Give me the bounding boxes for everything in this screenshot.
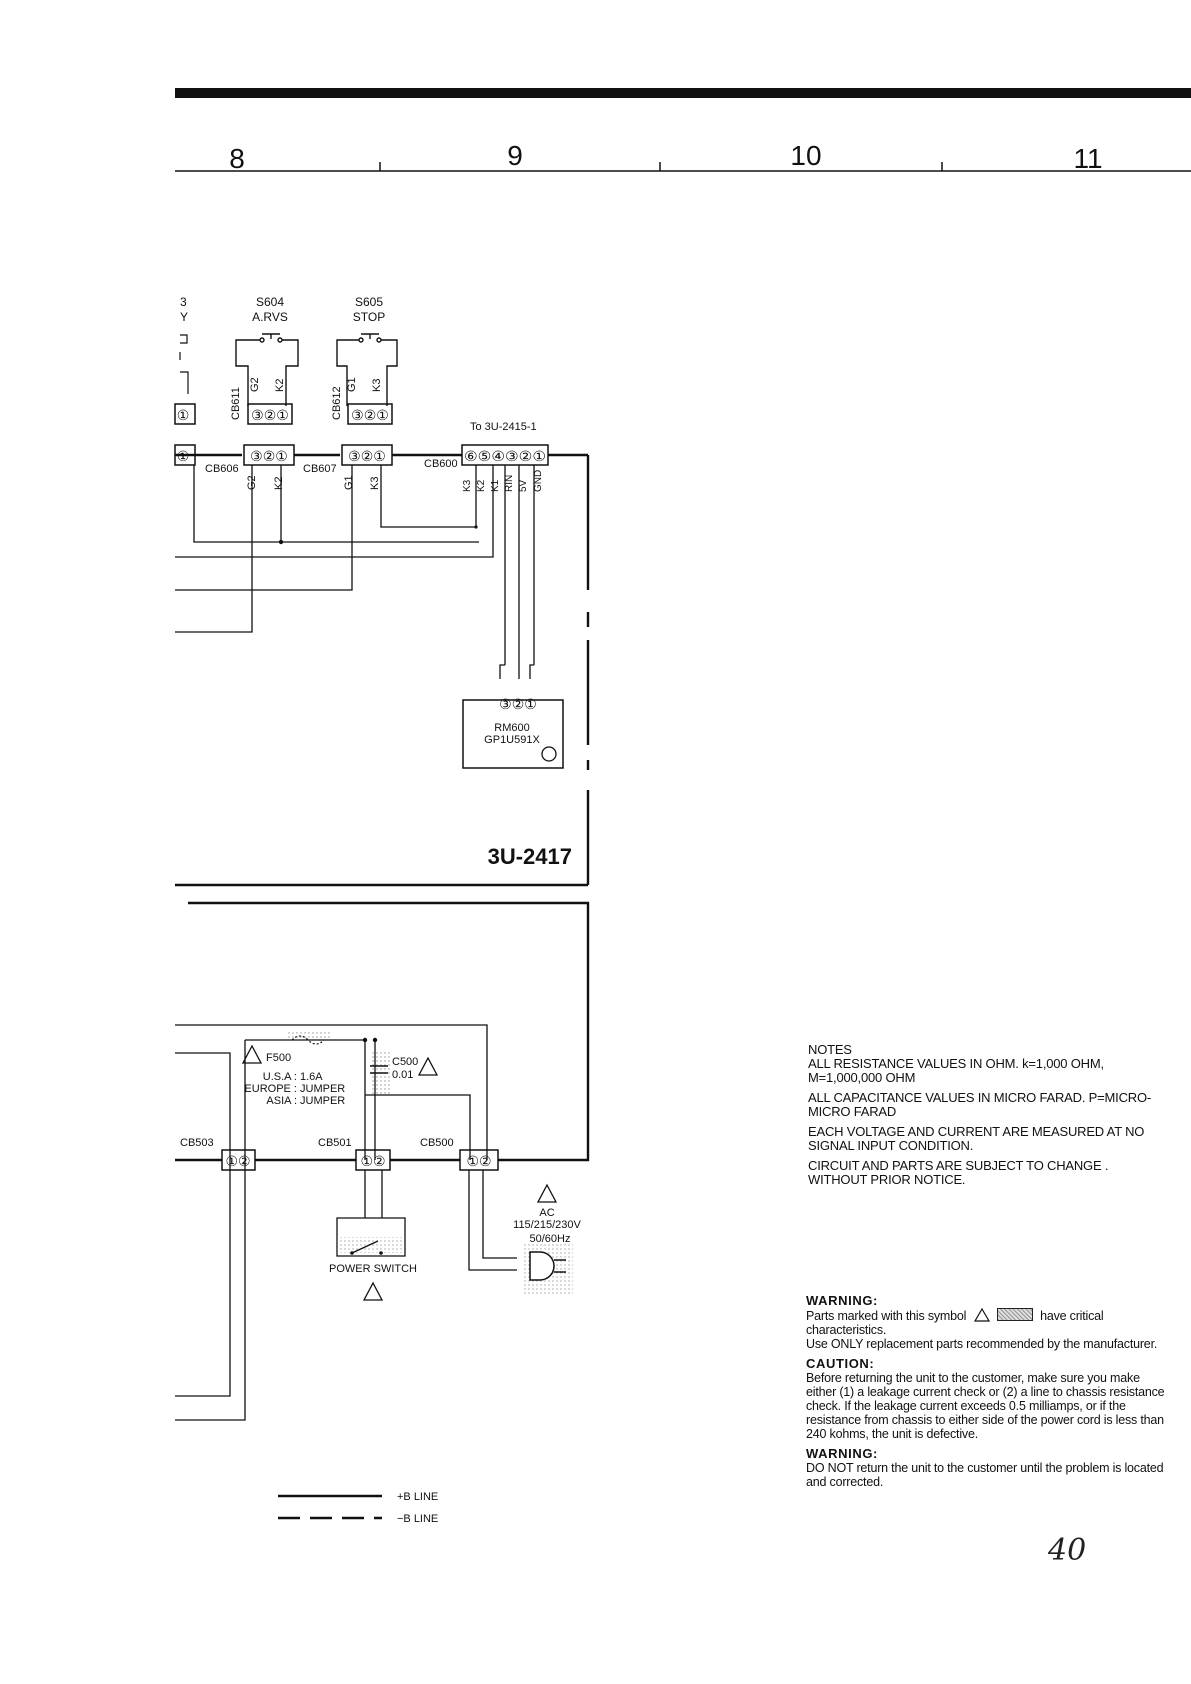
- switch-s605-ref: S605: [355, 295, 383, 309]
- cb607-label: CB607: [303, 463, 337, 475]
- capacitor-c500: C500 0.01: [370, 1050, 439, 1095]
- warning-line2: Use ONLY replacement parts recommended b…: [806, 1337, 1158, 1351]
- fuse-spec-asia-region: ASIA :: [266, 1095, 297, 1107]
- fuse-ref: F500: [266, 1052, 291, 1064]
- cb600-label: CB600: [424, 458, 458, 470]
- warning-after: have critical characteristics.: [806, 1309, 1104, 1337]
- fuse-spec-usa-value: 1.6A: [300, 1071, 323, 1083]
- ac-voltage: 115/215/230V: [513, 1219, 581, 1231]
- column-number-8: 8: [229, 143, 245, 174]
- left-bus-pin: ①: [177, 448, 190, 464]
- c500-value: 0.01: [392, 1069, 413, 1081]
- cb607-pin-k3: K3: [369, 477, 381, 490]
- column-number-10: 10: [790, 140, 821, 171]
- caution-title: CAUTION:: [806, 1356, 875, 1371]
- cb606-pins: ③②①: [250, 448, 288, 464]
- c500-warning-icon: [417, 1056, 439, 1076]
- warning2-title: WARNING:: [806, 1446, 878, 1461]
- header-bar: [175, 88, 1191, 98]
- power-wiring: [175, 1024, 517, 1421]
- note-item: EACH VOLTAGE AND CURRENT ARE MEASURED AT…: [808, 1124, 1145, 1153]
- main-bus: [175, 453, 590, 887]
- cb611-pins: ③②①: [251, 407, 289, 423]
- cb612-pin-k3: K3: [371, 379, 383, 392]
- cb600-pin-k3: K3: [462, 479, 473, 492]
- warning-triangle-icon: [973, 1307, 990, 1322]
- legend-plus-b: +B LINE: [397, 1491, 438, 1503]
- c500-ref: C500: [392, 1056, 418, 1068]
- power-switch-symbol: [337, 1237, 403, 1255]
- left-partial-top: 3: [180, 295, 187, 309]
- cb600-pins: ⑥⑤④③②①: [464, 448, 546, 464]
- cb501-pins: ①②: [360, 1153, 385, 1169]
- cb611-pin-g2: G2: [249, 377, 261, 392]
- cb503-pins: ①②: [225, 1153, 250, 1169]
- cb600-pin-k2: K2: [476, 479, 487, 492]
- cb503-label: CB503: [180, 1137, 214, 1149]
- switch-s604-name: A.RVS: [252, 310, 288, 324]
- cb606-pin-k2: K2: [273, 477, 285, 490]
- to-board-label: To 3U-2415-1: [470, 421, 537, 433]
- ac-label: AC: [539, 1207, 554, 1219]
- cb612-label: CB612: [331, 386, 343, 420]
- ac-plug-icon: [523, 1244, 573, 1296]
- rm600-lens-icon: [541, 746, 557, 762]
- fuse-spec-usa-region: U.S.A :: [263, 1071, 297, 1083]
- ac-warning-icon: [536, 1183, 558, 1203]
- column-number-11: 11: [1073, 143, 1102, 174]
- cb612-pin-g1: G1: [346, 377, 358, 392]
- ac-frequency: 50/60Hz: [530, 1233, 571, 1245]
- warning-before: Parts marked with this symbol: [806, 1309, 967, 1323]
- cb611-label: CB611: [230, 387, 242, 420]
- left-partial-pin: ①: [177, 407, 190, 423]
- caution-text: Before returning the unit to the custome…: [806, 1371, 1165, 1441]
- rm600-part: GP1U591X: [484, 734, 540, 746]
- cb500-pins: ①②: [466, 1153, 491, 1169]
- fuse-spec-asia-value: JUMPER: [300, 1095, 345, 1107]
- note-item: CIRCUIT AND PARTS ARE SUBJECT TO CHANGE …: [808, 1158, 1109, 1187]
- rm600-pins: ③②①: [499, 696, 537, 712]
- signal-wiring: [175, 465, 535, 679]
- cb607-pin-g1: G1: [343, 475, 355, 490]
- cb611-pin-k2: K2: [274, 379, 286, 392]
- fuse-warning-icon: [241, 1044, 263, 1064]
- cb600-pin-k1: K1: [490, 479, 501, 492]
- warnings-block: WARNING: Parts marked with this symbol h…: [806, 1288, 1166, 1490]
- rm600-ref: RM600: [494, 722, 529, 734]
- left-partial-bottom: Y: [180, 310, 188, 324]
- column-number-9: 9: [507, 140, 523, 171]
- switch-s604-symbol: [235, 333, 299, 406]
- cb600-pin-rin: RIN: [504, 475, 515, 492]
- power-switch-warning-icon: [362, 1281, 384, 1301]
- power-bus: [175, 901, 590, 1162]
- cb501-label: CB501: [318, 1137, 352, 1149]
- critical-hatch-icon: [996, 1308, 1033, 1321]
- warning-title: WARNING:: [806, 1293, 878, 1308]
- switch-s605-symbol: [336, 333, 398, 406]
- cb600-pin-5v: 5V: [518, 479, 529, 492]
- cb612-pins: ③②①: [351, 407, 389, 423]
- switch-s604-ref: S604: [256, 295, 284, 309]
- legend-minus-b: −B LINE: [397, 1513, 438, 1525]
- warning2-text: DO NOT return the unit to the customer u…: [806, 1461, 1164, 1489]
- note-item: ALL CAPACITANCE VALUES IN MICRO FARAD. P…: [808, 1090, 1151, 1119]
- power-switch-label: POWER SWITCH: [329, 1263, 417, 1275]
- line-legend: +B LINE −B LINE: [278, 1491, 438, 1525]
- warning-text: Parts marked with this symbol have criti…: [806, 1307, 1166, 1337]
- cb500-label: CB500: [420, 1137, 454, 1149]
- fuse-spec-europe-region: EUROPE :: [244, 1083, 297, 1095]
- remote-sensor-rm600: ③②① RM600 GP1U591X: [462, 696, 564, 769]
- notes-block: NOTES ALL RESISTANCE VALUES IN OHM. k=1,…: [808, 1043, 1163, 1193]
- fuse-spec-europe-value: JUMPER: [300, 1083, 345, 1095]
- note-item: ALL RESISTANCE VALUES IN OHM. k=1,000 OH…: [808, 1056, 1104, 1085]
- cb600-pin-gnd: GND: [533, 470, 544, 492]
- cb607-pins: ③②①: [348, 448, 386, 464]
- board-label: 3U-2417: [488, 844, 572, 869]
- switch-s605-name: STOP: [353, 310, 385, 324]
- cb606-label: CB606: [205, 463, 239, 475]
- page-number: 40: [1048, 1533, 1087, 1568]
- notes-title: NOTES: [808, 1042, 852, 1057]
